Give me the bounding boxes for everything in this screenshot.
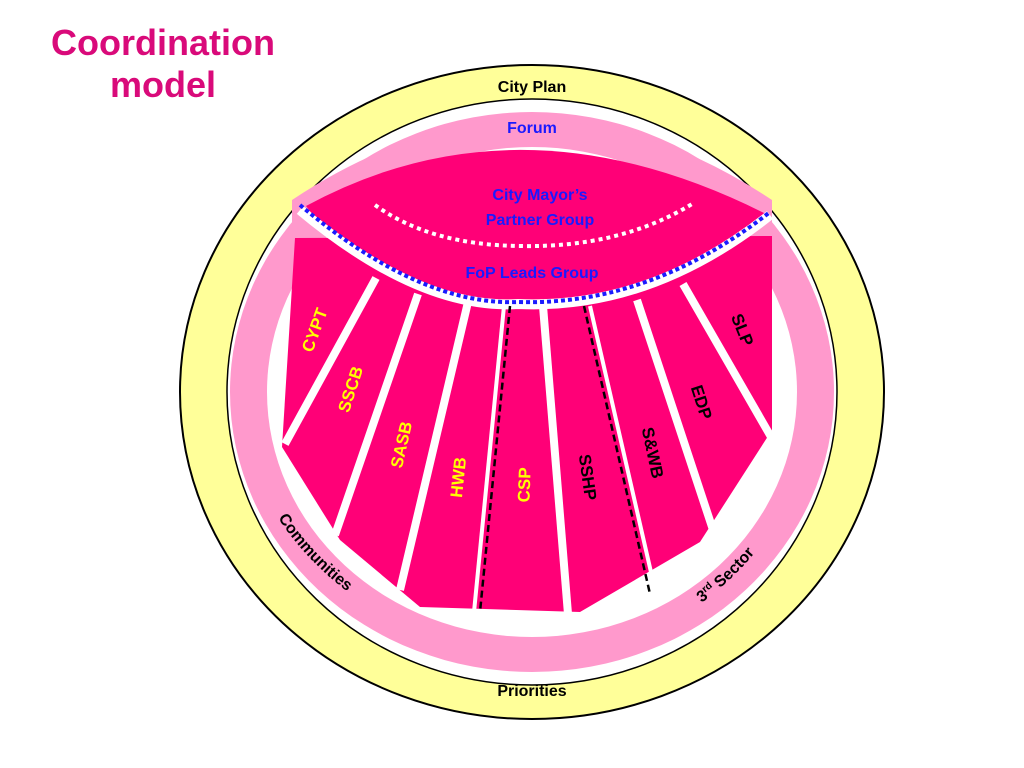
core-label-fop-leads: FoP Leads Group [465,265,598,282]
core-top-gap [292,120,772,232]
core-label-mayor-line1: City Mayor’s [492,187,587,204]
core-dome [306,149,766,304]
dashed-divider-borders [472,305,658,613]
segment-label-csp: CSP [514,467,534,503]
page-title: Coordination model [18,22,308,106]
ring-label-priorities: Priorities [497,683,566,700]
ring-label-forum: Forum [507,120,557,137]
segment-dividers [281,276,782,615]
title-line-2: model [109,64,216,105]
forum-boundary-dotted [298,203,772,305]
mayor-group-dotted-line [373,202,694,249]
segment-label-hwb: HWB [447,456,470,498]
core-label-mayor-line2: Partner Group [486,212,595,229]
segment-dashed-dividers [478,305,652,613]
title-line-1: Coordination [51,22,275,63]
ring-label-city-plan: City Plan [498,79,566,96]
dome-separator [296,206,774,310]
